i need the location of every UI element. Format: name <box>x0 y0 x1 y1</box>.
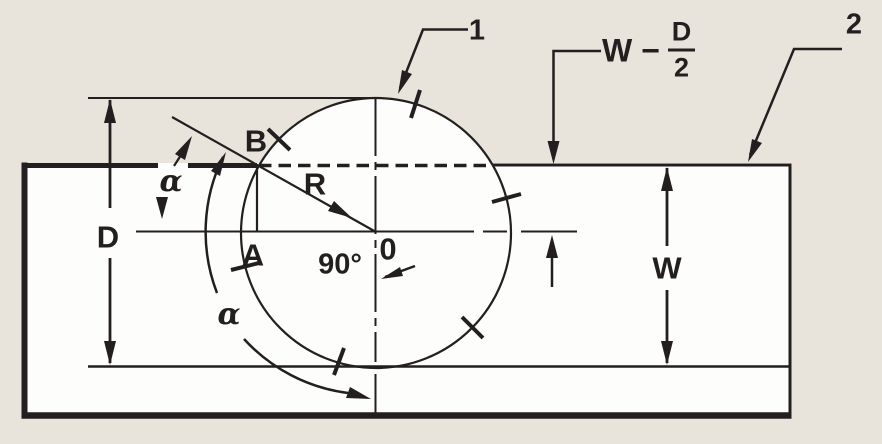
callout-1-leader-line <box>398 28 468 89</box>
dimension-w-arrow-up <box>661 167 673 191</box>
zero-reference-leader <box>381 264 416 279</box>
label-center-zero: 0 <box>379 231 397 267</box>
w-minus-d2-fraction: D 2 <box>667 18 696 83</box>
disc-tick-right <box>491 192 522 204</box>
alpha-sweep-arc <box>204 152 371 399</box>
alpha-arc-arrow-top <box>211 152 226 176</box>
w-minus-d2-prefix: W − <box>602 32 660 68</box>
zero-leader-arrow <box>381 267 403 279</box>
disc-tick-left <box>230 261 260 272</box>
callout-1-leader <box>398 28 468 94</box>
callout-1-arrow <box>398 70 412 94</box>
alpha-top-arrow-down <box>156 197 168 219</box>
alpha-arc-arrow-bottom <box>346 387 371 399</box>
workpiece-outline <box>21 162 792 419</box>
dimension-w-arrow-down <box>661 341 673 365</box>
w-minus-d2-leader-line <box>552 49 601 146</box>
disc-tick-upper-left <box>266 127 292 152</box>
disc-tick-bottom-right <box>460 315 485 340</box>
dimension-d <box>104 99 116 365</box>
label-dimension-w: W <box>652 250 682 286</box>
label-dimension-d: D <box>96 219 120 255</box>
w-minus-d2-arrow-down <box>547 141 560 164</box>
dimension-w-minus-d2 <box>546 49 601 287</box>
callout-2-leader-line <box>748 47 842 156</box>
callout-2-label: 2 <box>845 8 863 41</box>
dimension-w <box>661 167 673 365</box>
w-minus-d2-numerator: D <box>667 18 696 52</box>
disc-tick-marks <box>230 89 522 376</box>
label-right-angle: 90° <box>318 248 362 281</box>
label-w-minus-d2: W − D 2 <box>602 18 696 83</box>
disc-tick-bottom <box>332 347 346 376</box>
label-alpha-arc: α <box>217 297 241 332</box>
alpha-arc-lower-segment <box>243 338 349 395</box>
alpha-top-pointers <box>156 136 192 219</box>
callout-2-arrow <box>748 139 762 162</box>
centerline-pointer-arrow-up <box>546 235 558 258</box>
centerlines <box>136 98 577 413</box>
disc-tick-top-right <box>409 89 422 119</box>
label-point-a: A <box>241 237 265 273</box>
callout-2-leader <box>748 47 842 162</box>
radius-r-arrow <box>328 201 352 218</box>
label-radius-r: R <box>303 166 327 202</box>
w-minus-d2-denominator: 2 <box>674 52 690 83</box>
label-point-b: B <box>244 123 268 159</box>
alpha-top-arrow-up <box>175 136 192 160</box>
label-alpha-top: α <box>159 164 183 199</box>
dimension-d-arrow-down <box>104 341 116 365</box>
callout-1-label: 1 <box>468 14 486 47</box>
dimension-d-arrow-up <box>104 99 116 123</box>
